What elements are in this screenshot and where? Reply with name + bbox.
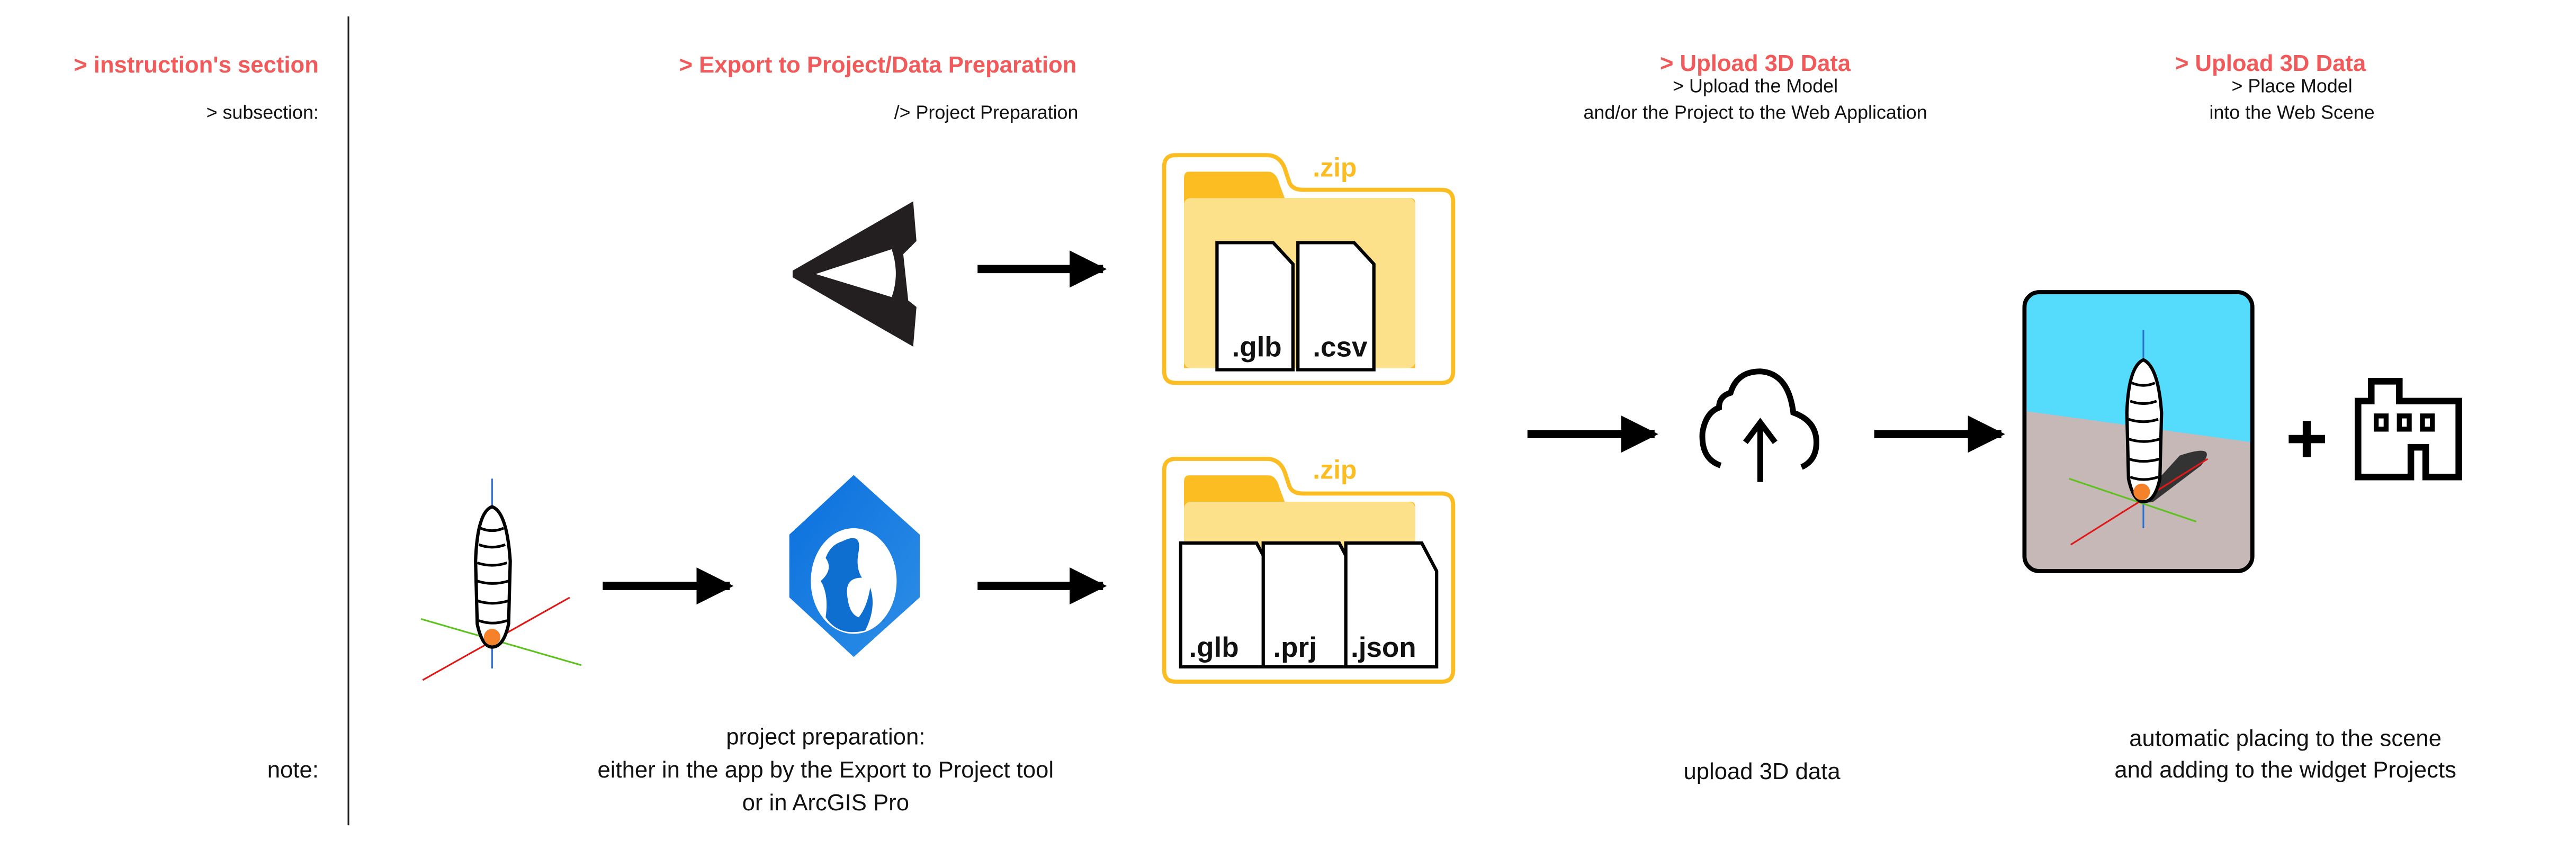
file-extension: .glb: [1189, 632, 1238, 663]
step1-section: > Export to Project/Data Preparation: [679, 52, 1076, 78]
arcgis-pro-globe-icon: [789, 475, 920, 657]
3d-model-icon: [420, 478, 582, 681]
step2-subsection-line1: > Upload the Model: [1673, 76, 1838, 97]
zip-folder-icon: .zip .glb .prj .json: [1162, 455, 1456, 684]
step1-note-line2: either in the app by the Export to Proje…: [598, 757, 1054, 783]
subsection-label: > subsection:: [207, 102, 319, 123]
cloud-upload-icon: [1699, 368, 1819, 482]
step3-subsection-line2: into the Web Scene: [2209, 102, 2374, 123]
step1-note-line3: or in ArcGIS Pro: [742, 790, 909, 816]
file-icon: .glb: [1179, 541, 1273, 669]
zip-label: .zip: [1313, 153, 1357, 183]
app-logo-icon: [792, 201, 917, 347]
web-scene-icon: [2022, 290, 2255, 573]
file-icon: .glb: [1215, 241, 1295, 372]
step3-subsection-line1: > Place Model: [2231, 76, 2352, 97]
file-icon: .prj: [1261, 541, 1356, 669]
file-extension: .json: [1351, 632, 1416, 663]
step2-subsection-line2: and/or the Project to the Web Applicatio…: [1583, 102, 1927, 123]
file-icon: .json: [1344, 541, 1439, 669]
note-label: note:: [267, 757, 319, 783]
step2-note: upload 3D data: [1683, 758, 1841, 784]
step3-note-line1: automatic placing to the scene: [2129, 726, 2442, 752]
file-extension: .csv: [1313, 332, 1368, 363]
arrow-right-icon: [603, 250, 2005, 605]
zip-folder-icon: .zip .glb .csv: [1162, 153, 1456, 385]
step3-section: > Upload 3D Data: [2175, 50, 2366, 76]
file-extension: .prj: [1273, 632, 1316, 663]
step1-subsection: /> Project Preparation: [894, 102, 1079, 123]
plus-icon: [2288, 421, 2325, 457]
file-extension: .glb: [1232, 332, 1281, 363]
building-icon: [2355, 378, 2462, 481]
file-icon: .csv: [1296, 241, 1376, 372]
step2-section: > Upload 3D Data: [1660, 50, 1851, 76]
section-label: > instruction's section: [74, 52, 319, 78]
step1-note-line1: project preparation:: [726, 724, 925, 749]
zip-label: .zip: [1313, 455, 1357, 484]
step3-note-line2: and adding to the widget Projects: [2114, 757, 2456, 783]
